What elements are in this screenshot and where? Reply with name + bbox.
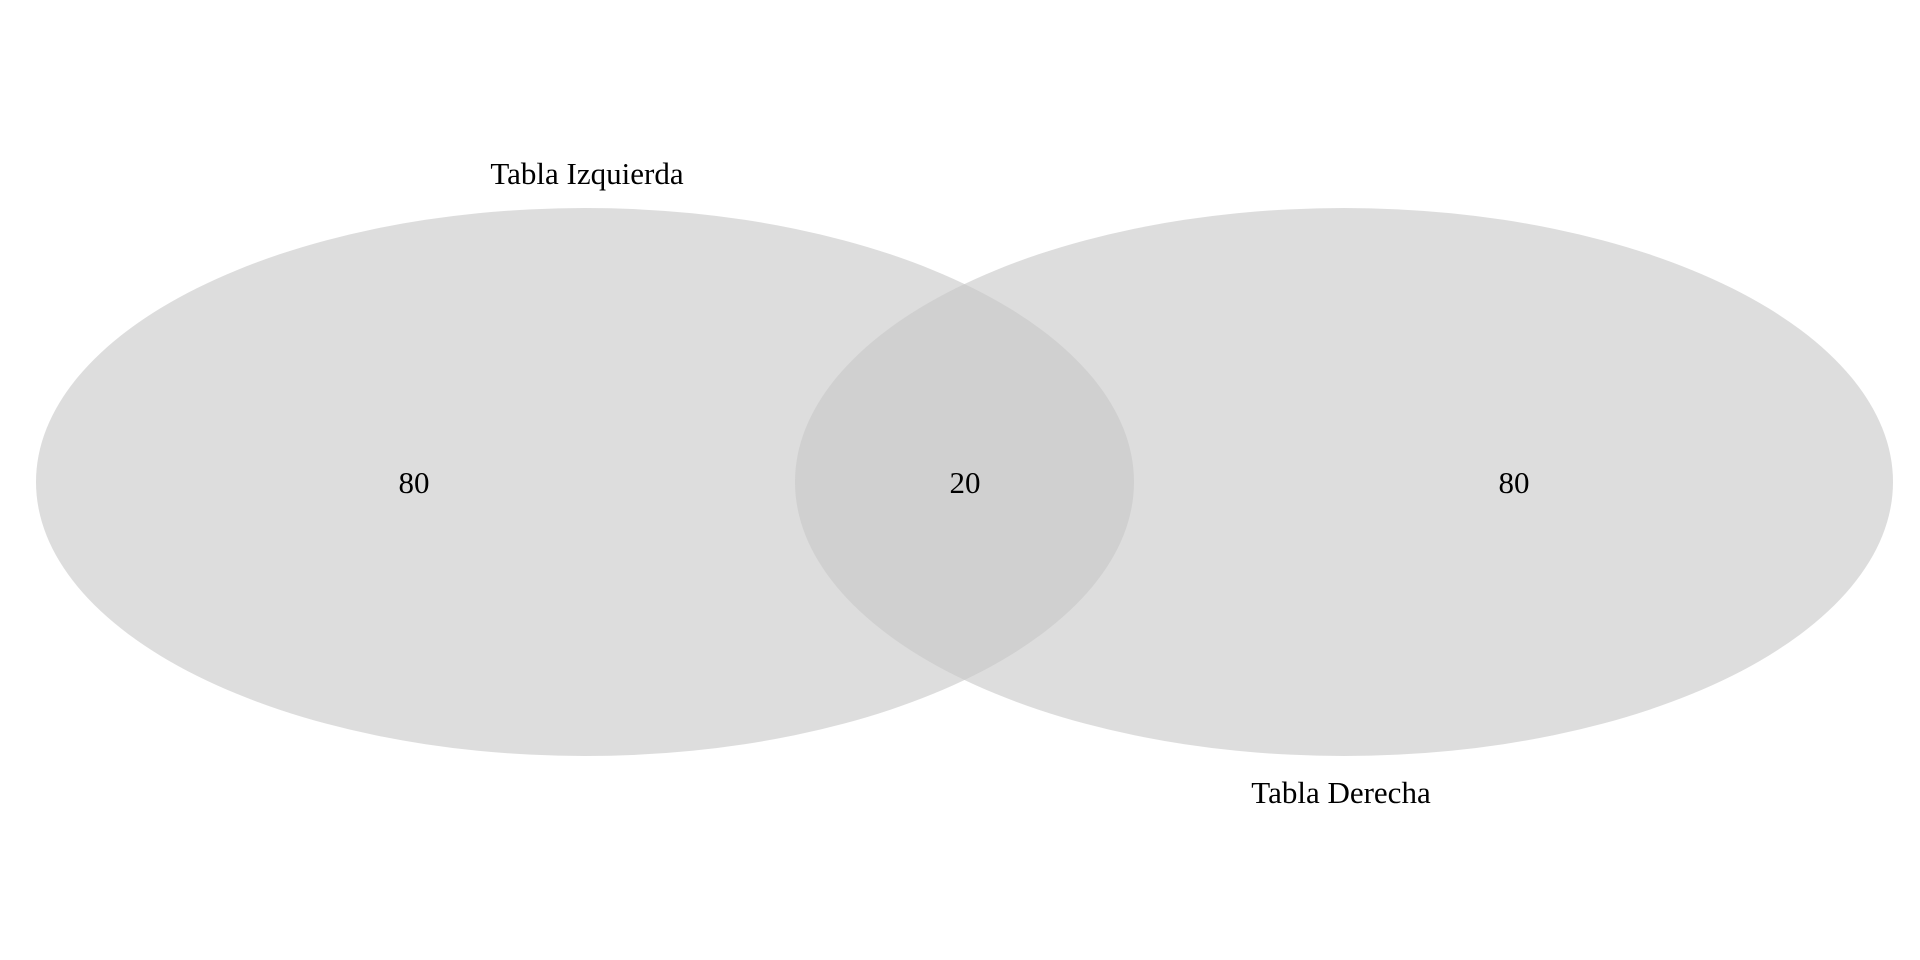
intersection-count: 20 [950, 465, 981, 500]
right-only-count: 80 [1499, 465, 1530, 500]
left-only-count: 80 [399, 465, 430, 500]
right-set-ellipse [795, 208, 1893, 756]
left-set-ellipse [36, 208, 1134, 756]
right-set-label: Tabla Derecha [1251, 775, 1431, 810]
left-set-label: Tabla Izquierda [490, 156, 683, 191]
